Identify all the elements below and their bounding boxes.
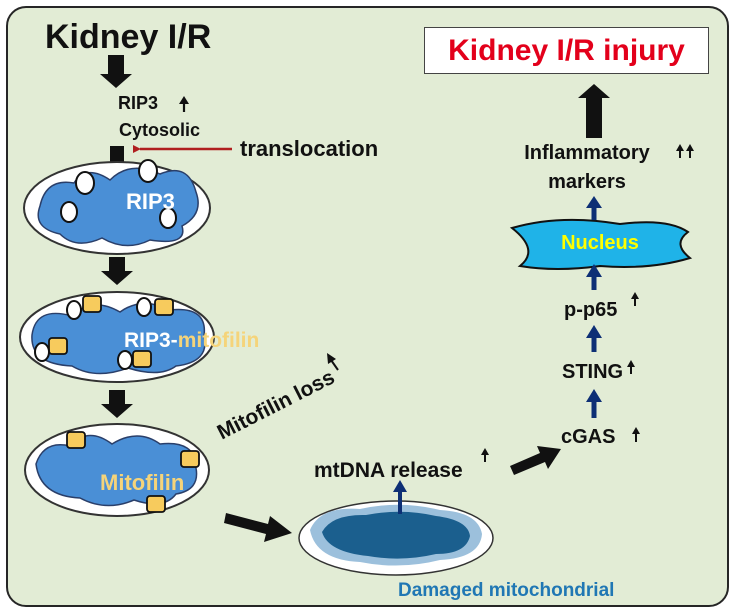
up-arrow-rip3	[179, 96, 189, 112]
damaged-mitochondrion	[298, 500, 494, 576]
cytosolic-label: Cytosolic	[119, 120, 201, 140]
p-p65-label: p-p65	[564, 299, 618, 321]
rip3-label: RIP3	[118, 93, 159, 113]
arrow-down-title	[100, 55, 132, 88]
arrow-pp65-to-nucleus	[586, 264, 602, 290]
rip3-mitofilin-part1: RIP3-	[124, 329, 178, 352]
up-arrow-pp65	[631, 292, 639, 306]
mitochondrion-mitofilin	[24, 423, 210, 517]
arrow-to-damaged	[224, 513, 292, 542]
diagram-title: Kidney I/R	[45, 18, 212, 56]
inflammatory-label: Inflammatory	[524, 142, 650, 164]
arrow-down-mito1	[101, 257, 133, 285]
mitofilin-label: Mitofilin	[100, 470, 185, 495]
sting-label: STING	[562, 361, 624, 383]
damaged-mitochondrial-label: Damaged mitochondrial	[398, 580, 615, 601]
rip3-mitofilin-part2: mitofilin	[177, 329, 260, 352]
arrow-mtdna-release	[393, 480, 407, 514]
arrow-sting-to-pp65	[586, 325, 602, 352]
kidney-injury-label: Kidney I/R injury	[448, 33, 685, 67]
nucleus	[509, 218, 693, 270]
arrow-to-cgas	[510, 446, 561, 475]
mitochondrion-rip3-mitofilin	[19, 291, 215, 383]
translocation-label: translocation	[240, 136, 379, 161]
arrow-cgas-to-sting	[586, 389, 602, 418]
mtdna-release-label: mtDNA release	[314, 459, 463, 482]
up-arrow-mtdna	[481, 448, 489, 462]
mitochondrion-rip3-label: RIP3	[126, 189, 175, 214]
kidney-injury-box: Kidney I/R injury	[424, 27, 709, 74]
arrow-nucleus-to-markers	[586, 196, 602, 220]
double-up-arrow-inflammatory	[676, 144, 694, 158]
mitochondrion-rip3	[23, 159, 211, 255]
rip3-mitofilin-label: RIP3-mitofilin	[124, 330, 259, 351]
up-arrow-cgas	[632, 427, 640, 442]
arrow-mitofilin-loss	[327, 353, 339, 371]
nucleus-label: Nucleus	[561, 232, 639, 254]
markers-label: markers	[548, 171, 626, 193]
arrow-down-mito2	[101, 390, 133, 418]
arrow-markers-to-injury	[578, 84, 610, 138]
cgas-label: cGAS	[561, 426, 616, 448]
up-arrow-sting	[627, 360, 635, 374]
